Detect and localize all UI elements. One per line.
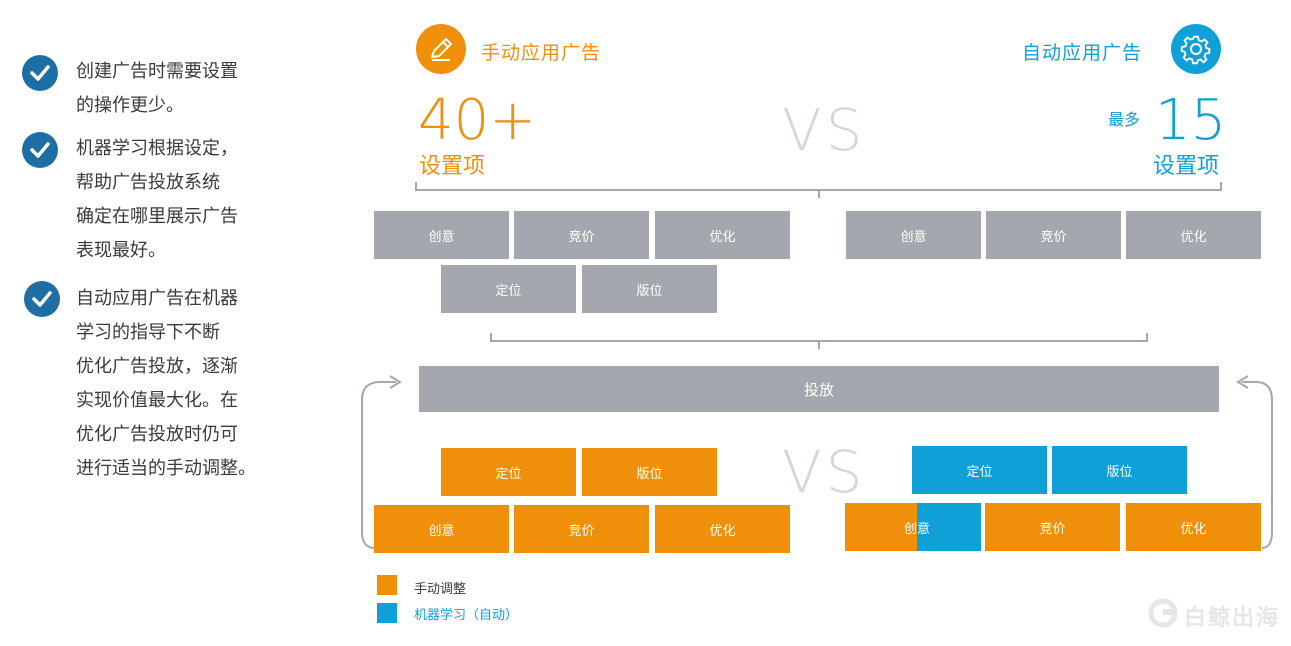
watermark-logo-icon [1148, 598, 1178, 628]
manual-title: 手动应用广告 [481, 42, 602, 64]
benefit-text-1: 创建广告时需要设置 的操作更少。 [76, 61, 238, 116]
legend-swatch-manual [377, 575, 397, 595]
auto-creative-mixed: 创意 [845, 503, 981, 551]
delivery-bar: 投放 [419, 366, 1219, 412]
creative-manual-part [845, 503, 917, 551]
auto-optimize-adjust: 优化 [1126, 503, 1261, 551]
auto-targeting-ml: 定位 [912, 446, 1047, 494]
benefit-text-2: 机器学习根据设定， 帮助广告投放系统 确定在哪里展示广告 表现最好。 [76, 138, 238, 261]
manual-bidding-adjust: 竞价 [514, 505, 649, 553]
manual-targeting-box: 定位 [441, 265, 576, 313]
manual-creative-adjust: 创意 [374, 505, 509, 553]
manual-optimize-adjust: 优化 [655, 505, 790, 553]
auto-count: 15 [1155, 88, 1227, 153]
check-icon [22, 55, 58, 91]
legend-label-ml: 机器学习（自动） [414, 608, 519, 623]
pencil-icon [416, 24, 466, 74]
gear-icon [1171, 24, 1221, 74]
vs-label-bottom: VS [782, 438, 867, 506]
manual-count: 40+ [418, 88, 537, 153]
benefit-text-3: 自动应用广告在机器 学习的指导下不断 优化广告投放，逐渐 实现价值最大化。在 优… [76, 288, 256, 479]
watermark-text: 白鲸出海 [1184, 606, 1281, 631]
auto-optimize-box: 优化 [1126, 211, 1261, 259]
auto-placement-ml: 版位 [1052, 446, 1187, 494]
manual-bidding-box: 竞价 [514, 211, 649, 259]
legend-swatch-ml [377, 603, 397, 623]
auto-creative-box: 创意 [846, 211, 981, 259]
manual-placement-box: 版位 [582, 265, 717, 313]
manual-placement-adjust: 版位 [582, 448, 717, 496]
manual-unit: 设置项 [419, 154, 486, 179]
creative-ml-part [917, 503, 981, 551]
auto-bidding-adjust: 竞价 [985, 503, 1120, 551]
manual-optimize-box: 优化 [655, 211, 790, 259]
auto-prefix: 最多 [1108, 110, 1141, 129]
manual-targeting-adjust: 定位 [441, 448, 576, 496]
legend-label-manual: 手动调整 [414, 582, 467, 597]
auto-title: 自动应用广告 [1022, 42, 1143, 64]
auto-bidding-box: 竞价 [986, 211, 1121, 259]
check-icon [22, 132, 58, 168]
manual-creative-box: 创意 [374, 211, 509, 259]
vs-label-top: VS [782, 96, 867, 164]
auto-unit: 设置项 [1153, 154, 1220, 179]
auto-creative-label: 创意 [903, 521, 930, 537]
check-icon [24, 281, 60, 317]
